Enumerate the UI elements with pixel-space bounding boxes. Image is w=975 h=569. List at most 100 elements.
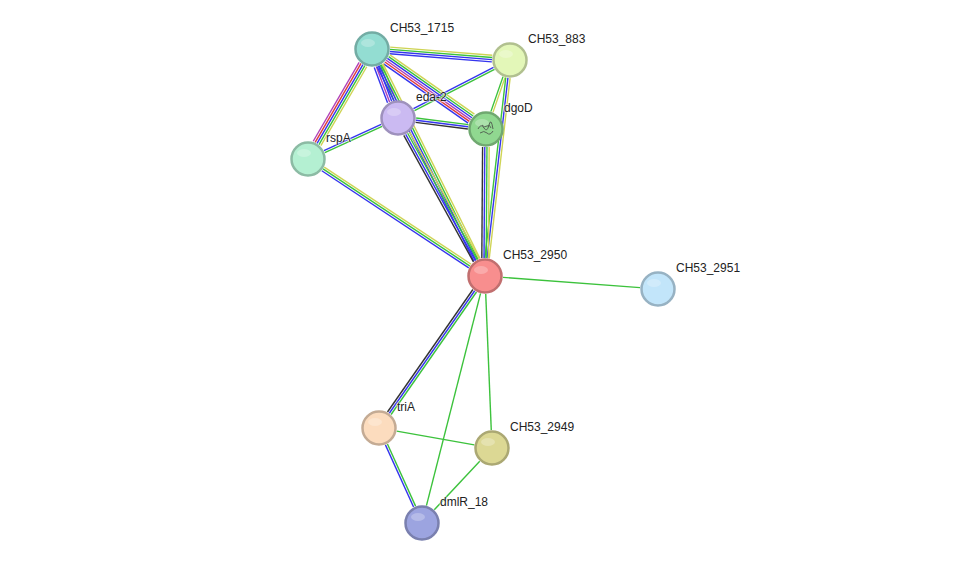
evidence-line bbox=[384, 64, 469, 123]
protein-node: dgoD bbox=[468, 111, 504, 147]
interaction-edge bbox=[377, 64, 480, 262]
protein-node: CH53_2950 bbox=[467, 258, 503, 294]
node-fill bbox=[363, 412, 396, 445]
evidence-line bbox=[391, 292, 476, 414]
interaction-edge bbox=[426, 293, 480, 505]
interaction-edge bbox=[503, 277, 640, 287]
node-label: dgoD bbox=[504, 101, 533, 115]
node-highlight bbox=[297, 149, 311, 157]
evidence-line bbox=[385, 445, 413, 507]
node-label: rspA bbox=[326, 131, 351, 145]
evidence-line bbox=[325, 126, 382, 152]
protein-node: CH53_883 bbox=[492, 42, 528, 78]
evidence-line bbox=[413, 67, 493, 108]
node-circle bbox=[361, 410, 397, 446]
interaction-edge bbox=[384, 55, 475, 123]
node-highlight bbox=[361, 39, 375, 47]
evidence-line bbox=[406, 134, 476, 260]
protein-node: triA bbox=[361, 410, 397, 446]
evidence-line bbox=[390, 54, 492, 62]
node-circle bbox=[474, 430, 510, 466]
node-highlight bbox=[481, 438, 495, 446]
node-fill bbox=[382, 102, 415, 135]
structure-thumbnail bbox=[478, 122, 493, 134]
protein-node: CH53_2951 bbox=[640, 271, 676, 307]
evidence-line bbox=[483, 147, 485, 258]
node-fill bbox=[406, 507, 439, 540]
evidence-line bbox=[488, 147, 490, 258]
evidence-line bbox=[481, 147, 483, 258]
node-label: CH53_1715 bbox=[390, 21, 454, 35]
node-circle bbox=[290, 141, 326, 177]
protein-node: dmlR_18 bbox=[404, 505, 440, 541]
evidence-line bbox=[324, 124, 381, 150]
node-circle bbox=[640, 271, 676, 307]
edge-group bbox=[313, 47, 640, 510]
evidence-line bbox=[313, 62, 359, 141]
node-circle bbox=[354, 31, 390, 67]
evidence-line bbox=[486, 294, 492, 430]
interaction-edge bbox=[385, 444, 415, 507]
interaction-edge bbox=[322, 167, 471, 268]
node-circle bbox=[467, 258, 503, 294]
node-label: CH53_2950 bbox=[503, 248, 567, 262]
node-highlight bbox=[368, 418, 382, 426]
node-circle bbox=[468, 111, 504, 147]
interaction-edge bbox=[390, 47, 493, 62]
evidence-line bbox=[387, 290, 472, 412]
evidence-line bbox=[383, 64, 480, 259]
node-label: dmlR_18 bbox=[440, 495, 488, 509]
evidence-line bbox=[386, 60, 471, 119]
node-highlight bbox=[499, 50, 513, 58]
evidence-line bbox=[414, 69, 494, 110]
evidence-line bbox=[323, 169, 470, 266]
node-circle bbox=[380, 100, 416, 136]
evidence-line bbox=[319, 66, 365, 145]
evidence-line bbox=[315, 63, 361, 142]
evidence-line bbox=[410, 132, 480, 258]
evidence-line bbox=[416, 122, 468, 129]
interaction-edge bbox=[416, 118, 469, 129]
node-highlight bbox=[647, 279, 661, 287]
evidence-line bbox=[322, 171, 469, 268]
protein-node: eda-2 bbox=[380, 100, 416, 136]
interaction-edge bbox=[413, 67, 494, 110]
evidence-line bbox=[485, 78, 506, 258]
interaction-edge bbox=[387, 290, 476, 415]
node-label: eda-2 bbox=[416, 90, 447, 104]
evidence-line bbox=[324, 167, 471, 264]
protein-node: CH53_2949 bbox=[474, 430, 510, 466]
node-label: CH53_883 bbox=[528, 32, 585, 46]
node-label: triA bbox=[397, 400, 415, 414]
evidence-line bbox=[503, 277, 640, 287]
evidence-line bbox=[486, 147, 488, 258]
evidence-line bbox=[491, 77, 503, 112]
node-circle bbox=[492, 42, 528, 78]
node-highlight bbox=[474, 266, 488, 274]
node-highlight bbox=[411, 513, 425, 521]
evidence-line bbox=[389, 291, 474, 413]
evidence-line bbox=[397, 431, 475, 445]
interaction-edge bbox=[486, 294, 492, 430]
interaction-edge bbox=[324, 124, 382, 152]
protein-node: rspA bbox=[290, 141, 326, 177]
interaction-edge bbox=[404, 132, 479, 262]
interaction-edge bbox=[482, 147, 489, 258]
evidence-line bbox=[426, 293, 480, 505]
node-circle bbox=[404, 505, 440, 541]
node-fill bbox=[292, 143, 325, 176]
interaction-edge bbox=[313, 62, 367, 145]
interaction-edge bbox=[397, 431, 475, 445]
node-label: CH53_2949 bbox=[510, 420, 574, 434]
evidence-line bbox=[408, 133, 478, 259]
evidence-line bbox=[387, 444, 415, 506]
protein-node: CH53_1715 bbox=[354, 31, 390, 67]
node-fill bbox=[476, 432, 509, 465]
node-fill bbox=[494, 44, 527, 77]
node-fill bbox=[470, 113, 503, 146]
node-fill bbox=[356, 33, 389, 66]
node-fill bbox=[469, 260, 502, 293]
node-fill bbox=[642, 273, 675, 306]
node-label: CH53_2951 bbox=[676, 261, 740, 275]
